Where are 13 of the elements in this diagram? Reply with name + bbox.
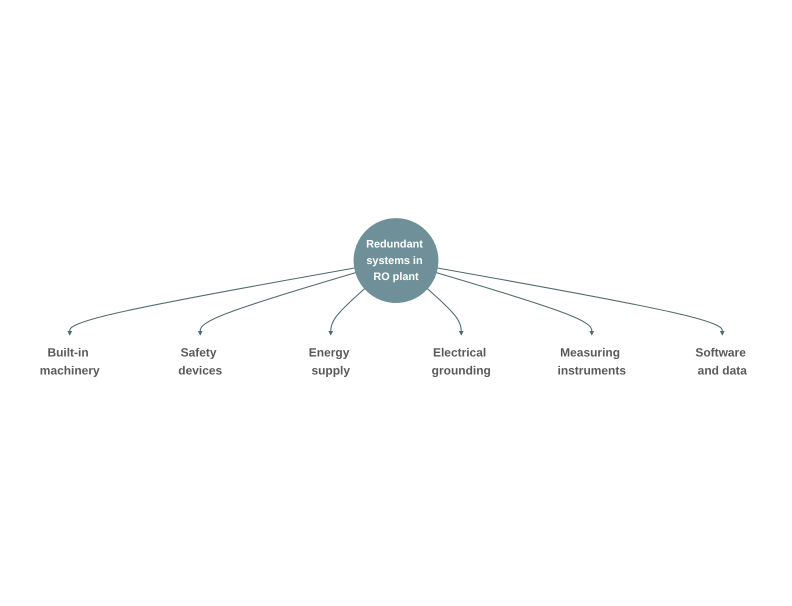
arrow [436, 272, 594, 336]
node-text: Electrical grounding [432, 346, 491, 378]
arrow [198, 272, 356, 336]
node-text: Software and data [695, 346, 747, 378]
node-text: Built-in machinery [40, 346, 100, 378]
arrow [67, 267, 355, 336]
arrow [437, 267, 725, 336]
node-text: Energy supply [308, 346, 350, 378]
node-text: Safety devices [178, 346, 222, 378]
node-text: Measuring instruments [558, 346, 626, 378]
arrow [427, 288, 464, 336]
arrow [328, 288, 365, 336]
node-circle: Redundant systems in RO plant [354, 218, 438, 303]
